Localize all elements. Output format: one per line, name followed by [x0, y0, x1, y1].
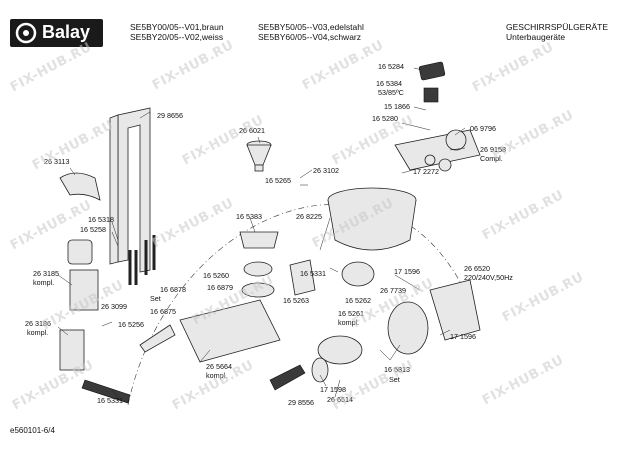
part-label-165260: 16 5260: [203, 271, 229, 280]
part-label-165318: 16 5318: [88, 215, 114, 224]
model-line1-col1: SE5BY00/05--V01,braun: [130, 22, 224, 32]
part-label-165256: 16 5256: [118, 320, 144, 329]
part-label-165262: 16 5262: [345, 296, 371, 305]
part-label-temp-range: 53/85ºC: [378, 88, 404, 97]
part-label-298656: 29 8656: [157, 111, 183, 120]
filter-housing: [179, 231, 316, 363]
part-label-166875: 16 6875: [150, 307, 176, 316]
model-line2-col1: SE5BY20/05--V02,weiss: [130, 32, 224, 42]
valve-assembly: [394, 61, 481, 172]
part-label-voltage: 220/240V,50Hz: [464, 273, 513, 282]
part-label-165261: 16 5261: [338, 309, 364, 318]
part-label-171598: 17 1598: [320, 385, 346, 394]
part-label-165265: 16 5265: [265, 176, 291, 185]
part-label-166879: 16 6879: [207, 283, 233, 292]
part-label-165263: 16 5263: [283, 296, 309, 305]
part-label-165813: 16 5813: [384, 365, 410, 374]
part-label-set-1: Set: [150, 294, 161, 303]
part-label-165383: 16 5383: [236, 212, 262, 221]
part-label-266520: 26 6520: [464, 264, 490, 273]
part-label-165384: 16 5384: [376, 79, 402, 88]
part-label-165331-a: 16 5331: [300, 269, 326, 278]
part-label-269158: 26 9158: [480, 145, 506, 154]
spray-arm-pipe: [109, 107, 156, 285]
funnel-part: [246, 140, 272, 172]
part-label-165331-b: 16 5331: [97, 396, 123, 405]
part-label-263186: 26 3186: [25, 319, 51, 328]
brand-logo: Balay: [10, 19, 103, 47]
part-label-268225: 26 8225: [296, 212, 322, 221]
part-label-263099: 26 3099: [101, 302, 127, 311]
part-label-kompl-1: kompl.: [33, 278, 55, 287]
assembly-outline: [127, 204, 471, 406]
part-label-compl: Compl.: [480, 154, 503, 163]
part-label-263113: 26 3113: [44, 157, 70, 166]
subcategory-title: Unterbaugeräte: [506, 32, 566, 42]
part-label-166878: 16 6878: [160, 285, 186, 294]
model-line1-col2: SE5BY50/05--V03,edelstahl: [258, 22, 364, 32]
part-label-171596-b: 17 1596: [450, 332, 476, 341]
sump-pot-part: [327, 187, 417, 287]
document-id: e560101-6/4: [10, 426, 55, 435]
part-label-069796: 06 9796: [470, 124, 496, 133]
part-label-267739: 26 7739: [380, 286, 406, 295]
part-label-266514: 26 6514: [327, 395, 353, 404]
part-label-263102: 26 3102: [313, 166, 339, 175]
part-label-298556: 29 8556: [288, 398, 314, 407]
part-label-165280: 16 5280: [372, 114, 398, 123]
circulation-pump: [311, 279, 481, 383]
part-label-165284: 16 5284: [378, 62, 404, 71]
model-line2-col2: SE5BY60/05--V04,schwarz: [258, 32, 361, 42]
part-label-265664: 26 5664: [206, 362, 232, 371]
part-label-kompl-3: kompl.: [27, 328, 49, 337]
part-label-263185: 26 3185: [33, 269, 59, 278]
part-label-151866: 15 1866: [384, 102, 410, 111]
part-label-set-2: Set: [389, 375, 400, 384]
part-label-171596-a: 17 1596: [394, 267, 420, 276]
category-title: GESCHIRRSPÜLGERÄTE: [506, 22, 609, 32]
part-label-kompl-2: kompl.: [338, 318, 360, 327]
brand-name: Balay: [42, 22, 91, 42]
handle-part: [59, 172, 101, 201]
leader-lines: [57, 67, 466, 401]
part-label-kompl-4: kompl.: [206, 371, 228, 380]
part-label-165258: 16 5258: [80, 225, 106, 234]
logo-mark-icon: [15, 22, 37, 44]
part-label-266021: 26 6021: [239, 126, 265, 135]
part-label-172272: 17 2272: [413, 167, 439, 176]
